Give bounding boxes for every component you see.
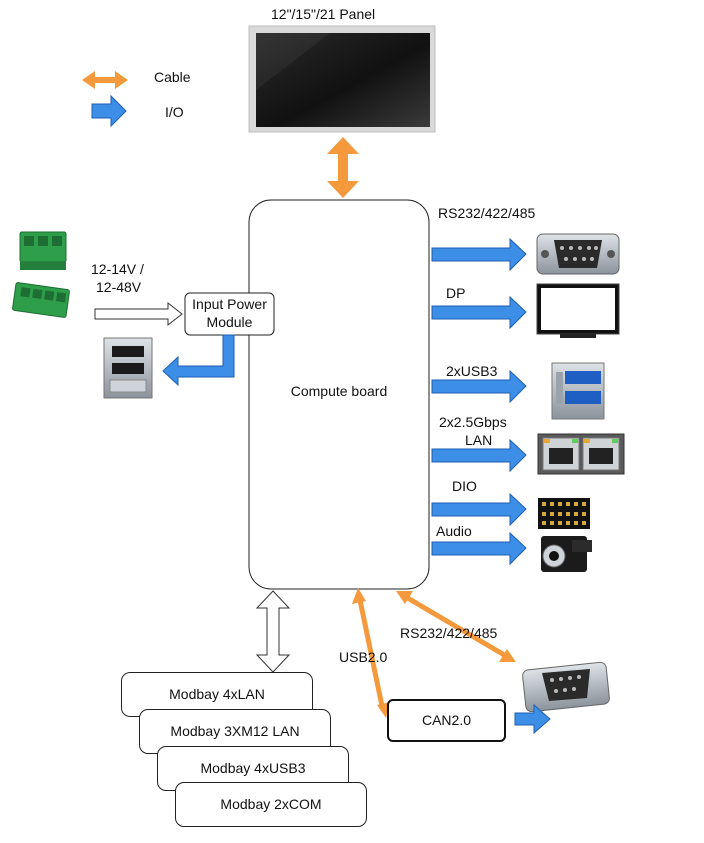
power-usb-arrow xyxy=(162,334,235,387)
audio-label: Audio xyxy=(436,523,472,539)
voltage-label-line2: 12-48V xyxy=(96,279,142,295)
input-power-module-line2: Module xyxy=(206,314,253,330)
legend-cable-arrow-icon xyxy=(82,71,128,89)
serial2-label: RS232/422/485 xyxy=(400,625,498,641)
panel-cable-arrow xyxy=(327,137,359,198)
can-box: CAN2.0 xyxy=(387,699,506,742)
modbay-label-1: Modbay 4xLAN xyxy=(169,686,265,702)
serial2-cable-arrow xyxy=(396,591,516,662)
audio-jack-icon xyxy=(541,536,592,572)
pin-header-icon xyxy=(538,498,590,529)
serial-label: RS232/422/485 xyxy=(438,205,536,221)
lan-io-arrow xyxy=(431,438,527,473)
usb3-io-arrow xyxy=(431,369,527,404)
terminal-block-icon xyxy=(12,282,70,318)
modbay-label-4: Modbay 2xCOM xyxy=(220,796,322,812)
usb3-port-icon xyxy=(551,362,605,420)
dp-io-arrow xyxy=(431,295,527,330)
db9-connector-icon xyxy=(522,661,610,713)
legend-io-arrow-icon xyxy=(91,94,127,128)
rj45-port-icon xyxy=(537,433,625,475)
usb2-cable-arrow xyxy=(352,588,390,718)
monitor-icon xyxy=(536,283,620,338)
modbay-label-3: Modbay 4xUSB3 xyxy=(200,760,306,776)
power-input-arrow xyxy=(94,301,183,327)
modbay-double-arrow xyxy=(255,590,291,673)
lan-label-line2: LAN xyxy=(465,432,493,448)
serial-io-arrow xyxy=(431,237,527,272)
usb2-label: USB2.0 xyxy=(339,649,388,665)
dio-io-arrow xyxy=(431,492,527,527)
terminal-block-icon xyxy=(19,231,67,270)
usb-port-icon xyxy=(103,337,153,399)
panel-screen-icon xyxy=(248,25,436,133)
legend-cable-label: Cable xyxy=(154,69,191,85)
audio-io-arrow xyxy=(431,531,527,566)
compute-board-box xyxy=(248,199,430,590)
modbay-card-4: Modbay 2xCOM xyxy=(175,782,367,827)
lan-label-line1: 2x2.5Gbps xyxy=(439,414,507,430)
can-label: CAN2.0 xyxy=(421,712,472,728)
compute-board-label: Compute board xyxy=(290,383,388,399)
dio-label: DIO xyxy=(452,478,477,494)
modbay-label-2: Modbay 3XM12 LAN xyxy=(170,723,300,739)
usb3-label: 2xUSB3 xyxy=(446,363,498,379)
input-power-module-line1: Input Power xyxy=(192,296,267,312)
db9-connector-icon xyxy=(536,233,620,275)
legend-io-label: I/O xyxy=(165,104,184,120)
dp-label: DP xyxy=(446,285,466,301)
voltage-label-line1: 12-14V / xyxy=(91,261,144,277)
can-io-arrow xyxy=(514,703,551,735)
panel-label: 12"/15"/21 Panel xyxy=(271,6,376,22)
